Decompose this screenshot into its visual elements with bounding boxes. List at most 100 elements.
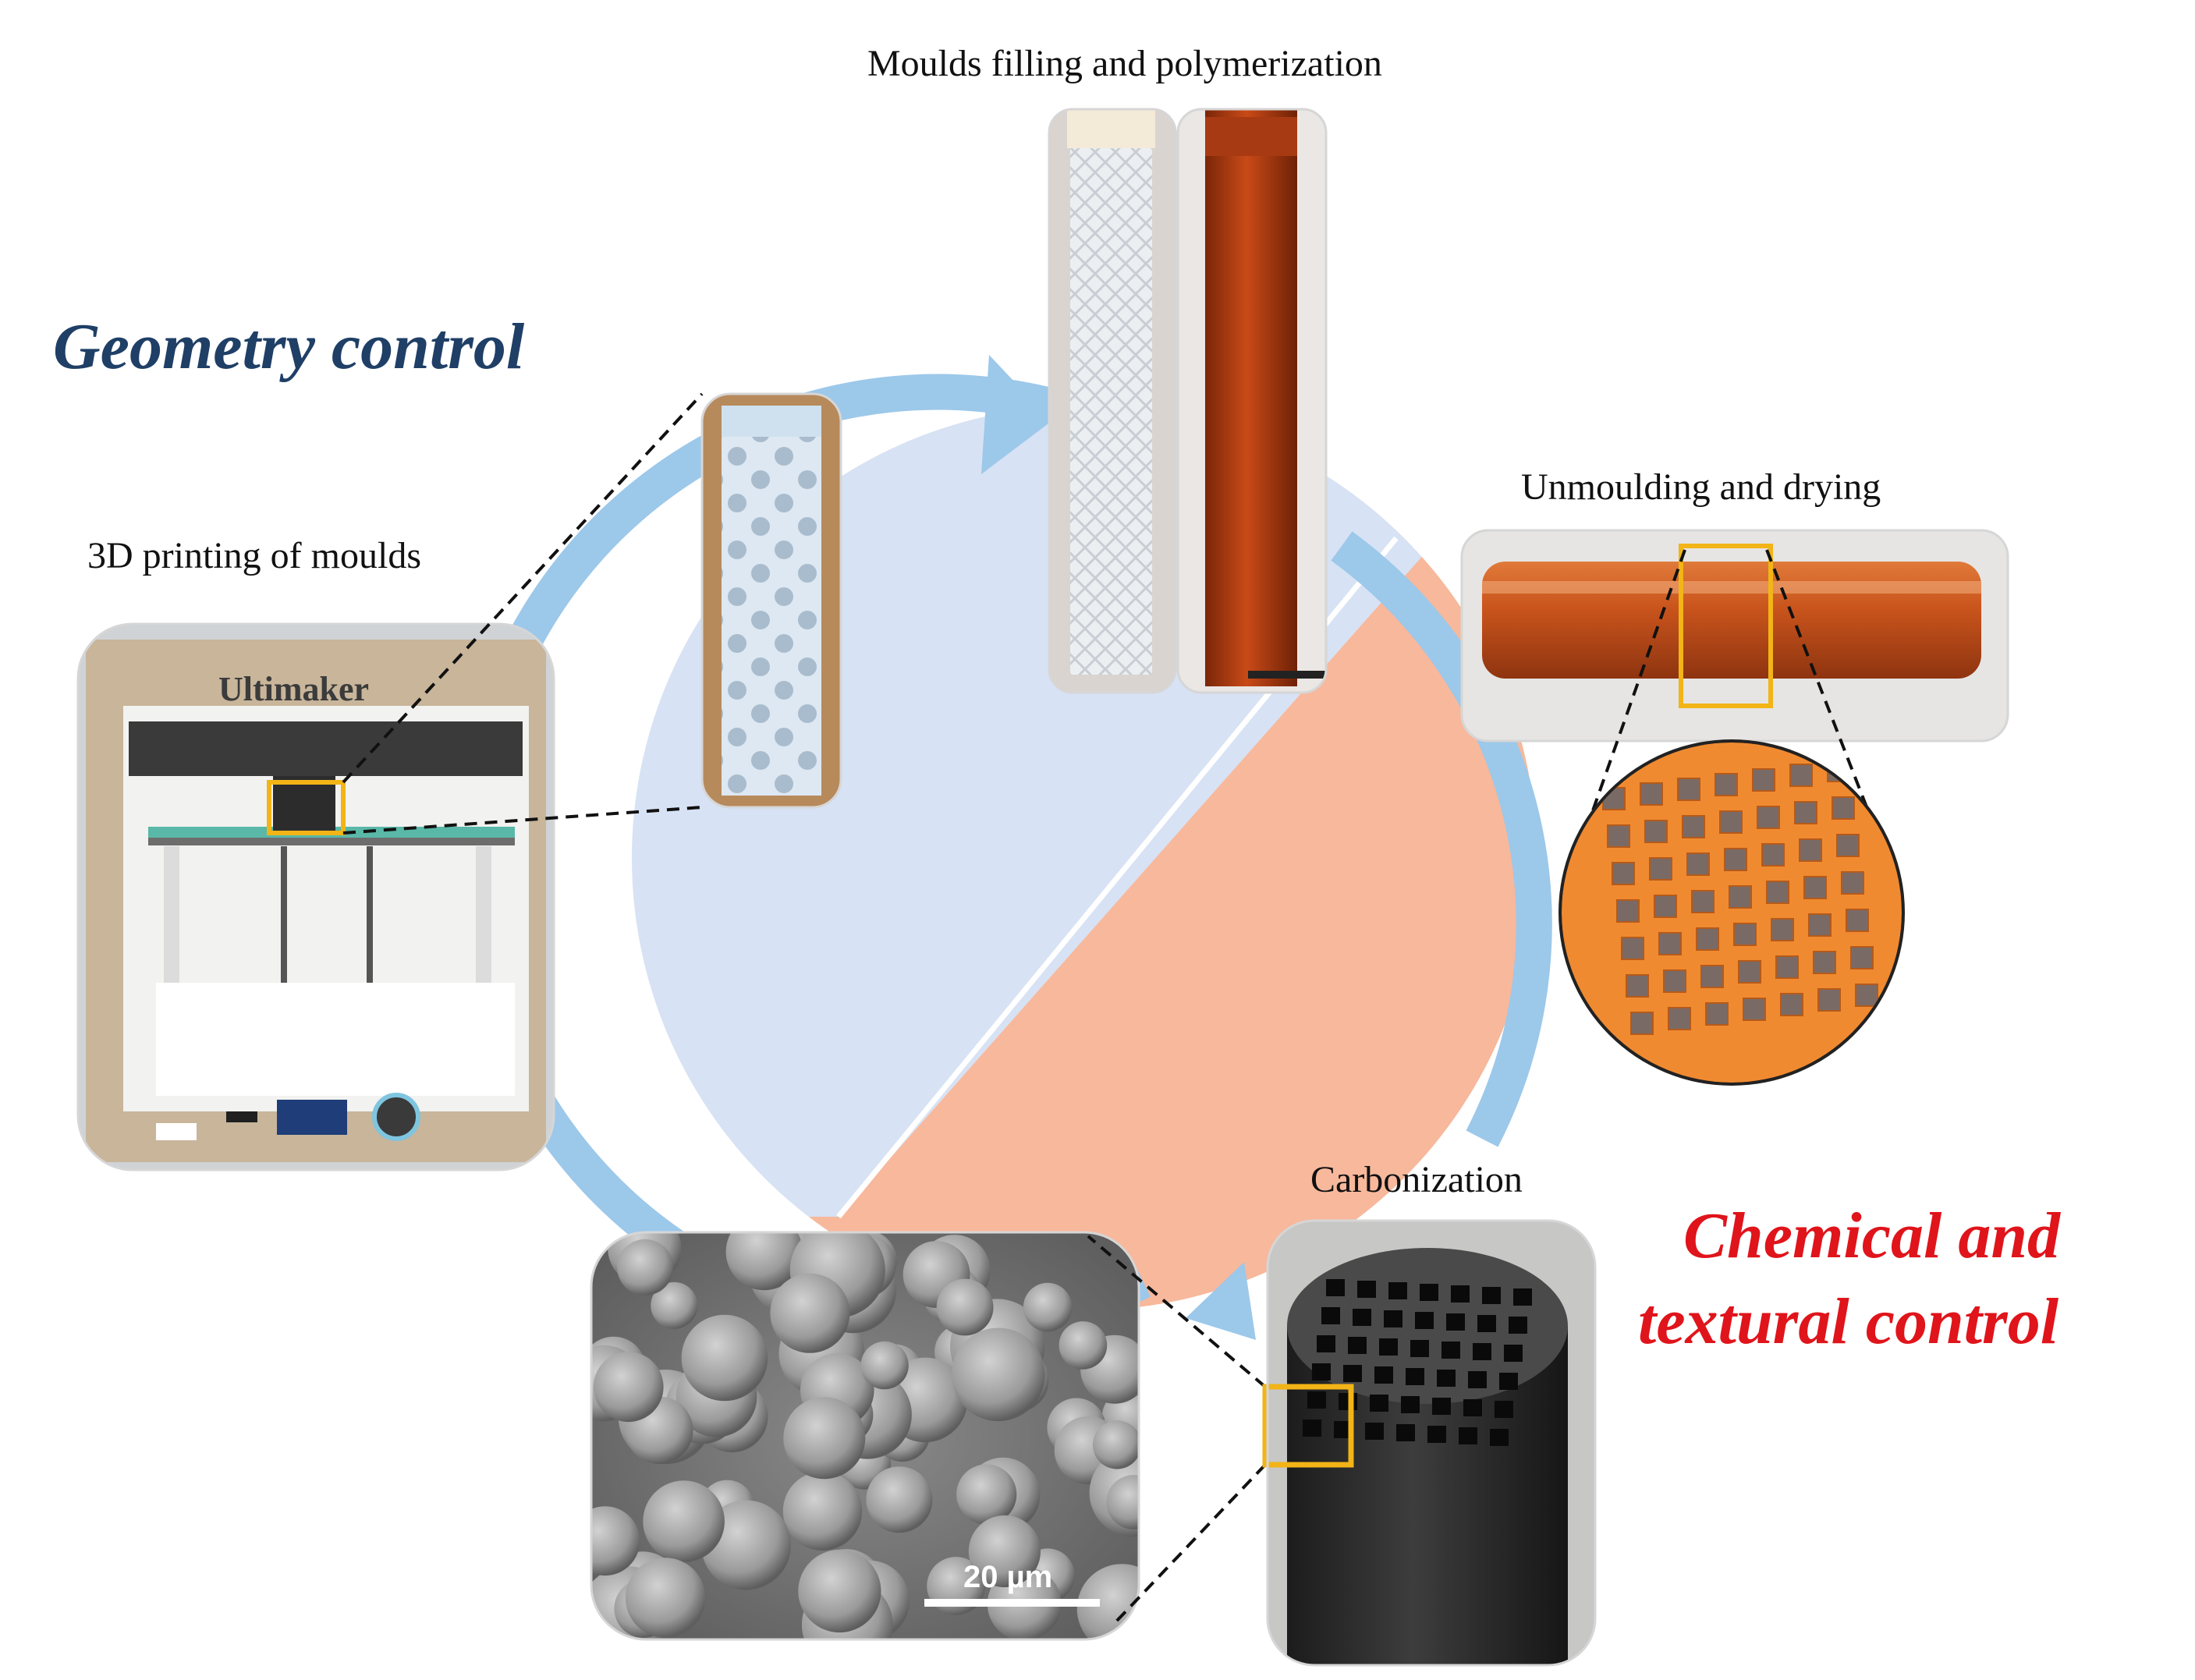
step-label-carbonization: Carbonization xyxy=(1310,1159,1523,1200)
channel xyxy=(1482,1287,1501,1304)
channel xyxy=(1649,857,1672,881)
sem-particle xyxy=(617,1239,674,1295)
channel xyxy=(1841,871,1864,895)
sem-particle xyxy=(681,1314,768,1402)
sem-particle xyxy=(593,1352,664,1423)
channel xyxy=(1495,1401,1513,1418)
sem-particle xyxy=(936,1278,994,1336)
channel xyxy=(1677,778,1700,801)
sem-particle xyxy=(798,1549,881,1633)
sem-particle xyxy=(625,1558,706,1638)
sem-particle xyxy=(643,1480,725,1562)
channel xyxy=(1724,848,1747,871)
channel xyxy=(1357,1281,1376,1298)
channel xyxy=(1374,1366,1393,1384)
channel xyxy=(1733,923,1757,946)
channel xyxy=(1321,1307,1340,1324)
chemical-control-title-line2: textural control xyxy=(1638,1285,2059,1358)
channel xyxy=(1752,768,1775,792)
carbon-photo xyxy=(1262,1219,1597,1667)
channel xyxy=(1729,885,1752,909)
channel xyxy=(1607,824,1630,848)
channel xyxy=(1473,1343,1491,1360)
chemical-control-title-line1: Chemical and xyxy=(1683,1200,2062,1272)
channel xyxy=(1326,1279,1345,1296)
channel xyxy=(1420,1284,1438,1301)
sem-particle xyxy=(782,1471,863,1551)
channel xyxy=(1738,960,1761,984)
channel xyxy=(1832,796,1855,820)
channel xyxy=(1682,815,1705,838)
channel xyxy=(1406,1368,1424,1385)
channel xyxy=(1817,988,1841,1012)
channel xyxy=(1771,918,1794,941)
channel xyxy=(1696,927,1719,951)
channel xyxy=(1437,1370,1456,1387)
channel xyxy=(1317,1335,1335,1352)
channel xyxy=(1459,1427,1477,1444)
channel xyxy=(1668,1007,1691,1030)
channel xyxy=(1799,838,1822,862)
rod-photo xyxy=(1460,529,2009,743)
sem-particle xyxy=(1106,1475,1139,1529)
channel xyxy=(1757,806,1780,829)
channel xyxy=(1343,1365,1362,1382)
channel xyxy=(1658,932,1682,955)
sem-particle xyxy=(1093,1420,1139,1469)
channel xyxy=(1715,773,1738,796)
channel xyxy=(1808,913,1832,937)
channel xyxy=(1794,801,1817,824)
channel xyxy=(1451,1285,1470,1303)
channel xyxy=(1813,951,1836,974)
sem-image: 20 µm xyxy=(590,1231,1140,1641)
step-label-unmoulding: Unmoulding and drying xyxy=(1521,466,1881,508)
channel xyxy=(1761,843,1785,867)
arrow-head-top xyxy=(981,355,1051,474)
channel xyxy=(1743,998,1766,1021)
sem-particle xyxy=(952,1327,1045,1422)
channel xyxy=(1432,1398,1451,1415)
channel xyxy=(1353,1309,1371,1326)
printer-brand: Ultimaker xyxy=(218,670,369,708)
arrow-head-bottom xyxy=(1186,1262,1256,1340)
channel xyxy=(1621,937,1644,960)
channel xyxy=(1616,899,1640,923)
tubes-photo xyxy=(1048,108,1328,694)
channel xyxy=(1700,965,1724,988)
scale-bar-label: 20 µm xyxy=(963,1560,1052,1594)
carbon-channels xyxy=(1303,1279,1532,1446)
channel xyxy=(1626,974,1649,998)
channel xyxy=(1691,890,1715,913)
sem-particle xyxy=(770,1273,850,1353)
channel xyxy=(1303,1419,1321,1437)
scale-bar xyxy=(924,1599,1100,1607)
channel xyxy=(1850,946,1874,969)
channel xyxy=(1504,1345,1523,1362)
channel xyxy=(1612,862,1635,885)
channel xyxy=(1719,810,1743,834)
channel xyxy=(1477,1315,1496,1332)
channel xyxy=(1490,1429,1509,1446)
channel xyxy=(1789,764,1813,787)
channel xyxy=(1654,895,1677,918)
sem-particle xyxy=(860,1341,909,1390)
channel xyxy=(1846,909,1869,932)
sem-particle xyxy=(1076,1564,1139,1639)
channel xyxy=(1836,834,1860,857)
sem-particle xyxy=(968,1515,1041,1588)
sem-particle xyxy=(1058,1321,1108,1370)
channel xyxy=(1499,1373,1518,1390)
channel xyxy=(1766,881,1789,904)
chemical-half xyxy=(632,406,1537,1310)
channel xyxy=(1339,1393,1357,1410)
geometry-control-title: Geometry control xyxy=(53,310,525,383)
zoom-lines-printer xyxy=(342,392,704,835)
channel xyxy=(1780,993,1803,1016)
channel xyxy=(1803,876,1827,899)
sem-particle xyxy=(783,1397,866,1480)
channel xyxy=(1365,1423,1384,1440)
channel xyxy=(1370,1395,1388,1412)
channel xyxy=(1334,1421,1353,1438)
channel xyxy=(1509,1317,1527,1334)
